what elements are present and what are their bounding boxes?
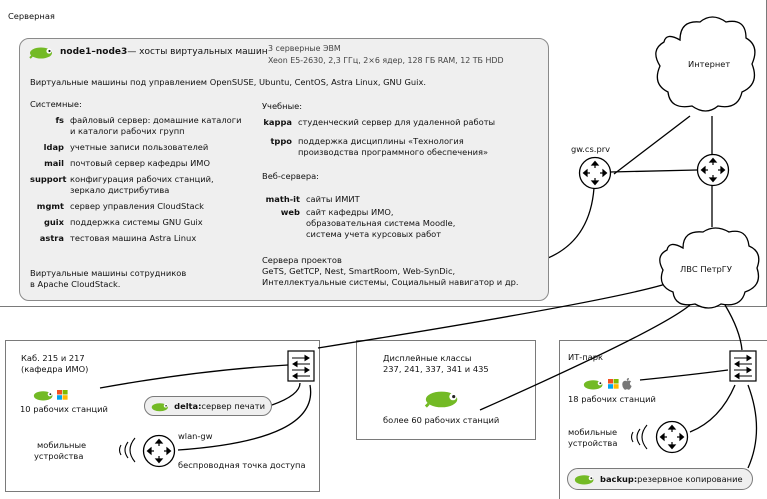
- display-classes-title-1: Дисплейные классы: [383, 353, 472, 363]
- system-row: fs файловый сервер: домашние каталоги и к…: [30, 115, 242, 137]
- system-desc: тестовая машина Astra Linux: [70, 233, 197, 243]
- it-park-os-icons: [583, 378, 632, 390]
- wifi-waves-icon: [630, 424, 648, 450]
- room-215-title-2: (кафедра ИМО): [21, 364, 89, 374]
- system-row: guix поддержка системы GNU Guix: [30, 217, 203, 228]
- edu-name: kappa: [263, 117, 292, 127]
- apple-icon: [622, 378, 632, 390]
- display-classes-title-2: 237, 241, 337, 341 и 435: [383, 364, 489, 374]
- backup-name: backup:: [600, 474, 638, 484]
- gateway-label: gw.cs.prv: [571, 144, 611, 154]
- it-park-mobile-1: мобильные: [568, 427, 618, 437]
- it-park-workstations: 18 рабочих станций: [568, 394, 656, 404]
- display-classes-workstations: более 60 рабочих станций: [383, 415, 500, 425]
- opensuse-lizard-icon: [29, 47, 52, 59]
- hardware-line-2: Xeon E5-2630, 2,3 ГГц, 2×6 ядер, 128 ГБ …: [268, 56, 504, 65]
- wifi-waves-icon: [118, 437, 136, 463]
- server-room-title: Серверная: [8, 11, 55, 21]
- system-name: astra: [39, 233, 64, 243]
- system-desc: учетные записи пользователей: [70, 142, 209, 152]
- opensuse-lizard-icon: [33, 391, 53, 401]
- web-desc: сайт кафедры ИМО, образовательная систем…: [306, 207, 456, 239]
- web-row: web сайт кафедры ИМО, образовательная сис…: [262, 207, 456, 240]
- room-215-switch-icon: [287, 350, 315, 382]
- system-desc: конфигурация рабочих станций, зеркало ди…: [70, 174, 214, 195]
- web-desc: сайты ИМИТ: [306, 194, 360, 204]
- it-park-mobile-2: устройства: [568, 438, 618, 448]
- web-row: math-it сайты ИМИТ: [262, 194, 360, 205]
- lan-cloud-icon: [659, 227, 760, 309]
- edu-name: tppo: [270, 136, 292, 146]
- lan-label: ЛВС ПетрГУ: [680, 264, 732, 274]
- wlan-gw-desc: беспроводная точка доступа: [178, 460, 306, 470]
- room-215-mobile-1: мобильные: [37, 440, 87, 450]
- core-router-icon: [696, 153, 730, 187]
- system-desc: почтовый сервер кафедры ИМО: [70, 158, 210, 168]
- system-name: guix: [43, 217, 64, 227]
- gateway-router-icon: [578, 156, 612, 190]
- projects-line-2: Интеллектуальные системы, Социальный нав…: [262, 277, 519, 287]
- edu-desc: поддержка дисциплины «Технология произво…: [298, 136, 489, 157]
- server-box: [19, 38, 549, 301]
- system-header: Системные:: [30, 99, 82, 109]
- projects-line-1: GeTS, GetTCP, Nest, SmartRoom, Web-SynDi…: [262, 266, 456, 276]
- internet-cloud-icon: [655, 16, 756, 112]
- projects-header: Сервера проектов: [262, 255, 342, 265]
- system-row: mail почтовый сервер кафедры ИМО: [30, 158, 210, 169]
- system-name: ldap: [43, 142, 64, 152]
- cluster-name: node1–node3: [60, 47, 128, 57]
- opensuse-lizard-icon: [151, 402, 168, 411]
- opensuse-lizard-icon: [424, 391, 458, 408]
- backup-desc: резервное копирование: [637, 474, 743, 484]
- wlan-gw-label: wlan-gw: [178, 431, 213, 441]
- edu-header: Учебные:: [262, 101, 303, 111]
- opensuse-lizard-icon: [583, 380, 603, 390]
- vm-os-line: Виртуальные машины под управлением OpenS…: [30, 77, 427, 87]
- it-park-router-icon: [655, 420, 689, 454]
- staff-vm-line-2: в Apache CloudStack.: [30, 279, 121, 289]
- delta-desc: сервер печати: [201, 401, 265, 411]
- cluster-desc: — хосты виртуальных машин: [127, 47, 268, 57]
- edu-desc: студенческий сервер для удаленной работы: [298, 117, 496, 127]
- cluster-header: node1–node3 — хосты виртуальных машин: [29, 45, 268, 59]
- backup-server-pill: backup: резервное копирование: [567, 468, 753, 490]
- edu-row: kappa студенческий сервер для удаленной р…: [262, 117, 495, 128]
- web-name: web: [280, 207, 300, 217]
- room-215-mobile-2: устройства: [34, 451, 84, 461]
- it-park-title: ИТ-парк: [568, 352, 604, 362]
- windows-icon: [608, 379, 619, 389]
- delta-server-pill: delta: сервер печати: [144, 396, 272, 416]
- system-name: fs: [55, 115, 64, 125]
- system-name: mgmt: [36, 201, 64, 211]
- opensuse-lizard-icon: [574, 475, 594, 485]
- it-park-switch-icon: [729, 350, 757, 382]
- web-header: Веб-сервера:: [262, 171, 319, 181]
- room-215-title-1: Каб. 215 и 217: [21, 353, 85, 363]
- system-desc: файловый сервер: домашние каталоги и кат…: [70, 115, 242, 136]
- internet-label: Интернет: [688, 59, 731, 69]
- windows-icon: [57, 390, 68, 400]
- system-name: support: [30, 174, 67, 184]
- system-desc: сервер управления CloudStack: [70, 201, 204, 211]
- room-215-workstations: 10 рабочих станций: [20, 404, 108, 414]
- staff-vm-line-1: Виртуальные машины сотрудников: [30, 268, 187, 278]
- system-desc: поддержка системы GNU Guix: [70, 217, 203, 227]
- system-row: ldap учетные записи пользователей: [30, 142, 209, 153]
- system-row: mgmt сервер управления CloudStack: [30, 201, 204, 212]
- hardware-line-1: 3 серверные ЭВМ: [268, 44, 341, 53]
- system-row: astra тестовая машина Astra Linux: [30, 233, 196, 244]
- room-215-os-icons: [33, 389, 68, 401]
- delta-name: delta:: [174, 401, 202, 411]
- system-name: mail: [44, 158, 64, 168]
- web-name: math-it: [265, 194, 300, 204]
- edu-row: tppo поддержка дисциплины «Технология про…: [262, 136, 488, 158]
- wlan-router-icon: [142, 434, 176, 468]
